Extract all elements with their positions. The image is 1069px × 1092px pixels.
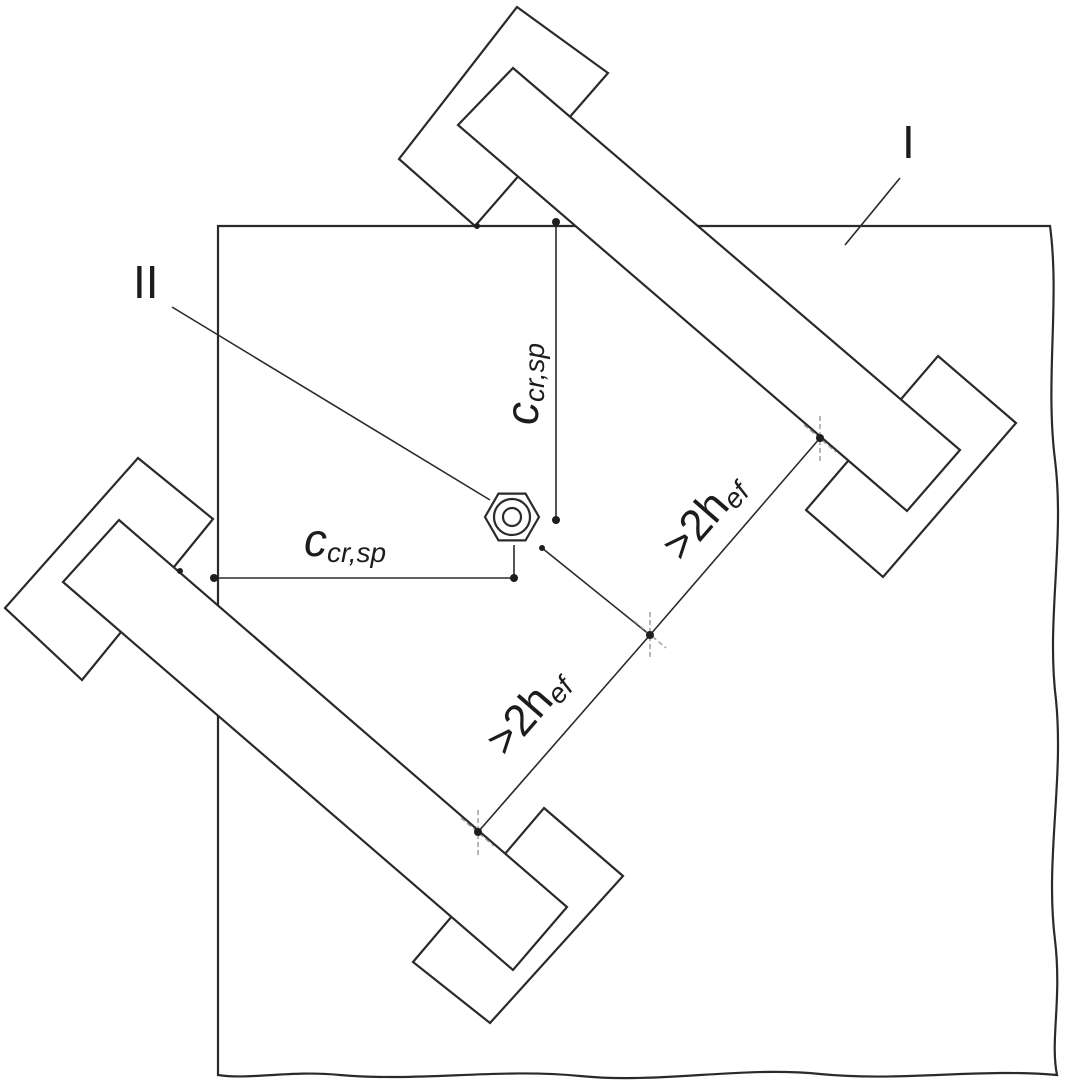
lower-support-spacing-label: >2hef — [477, 656, 582, 766]
anchor-to-spacing-line — [541, 547, 651, 636]
dimension-dot — [177, 568, 183, 574]
dimension-symbol: c — [304, 514, 327, 566]
upper-support-spacing-label: >2hef — [653, 461, 758, 571]
dimension-dot — [210, 574, 218, 582]
lower-support — [3, 456, 625, 1025]
vertical-edge-distance-label: ccr,sp — [496, 343, 550, 425]
dimension-dot — [552, 218, 560, 226]
dimension-dot — [552, 516, 560, 524]
anchor-label: II — [133, 256, 159, 308]
member-label: I — [902, 116, 915, 168]
dimension-symbol: c — [496, 402, 548, 425]
dimension-dot — [539, 545, 545, 551]
leader-line-member — [844, 177, 901, 246]
dimension-dot — [474, 828, 482, 836]
concrete-member-outline — [216, 224, 1060, 1080]
dimension-subscript: cr,sp — [327, 537, 386, 568]
dimension-subscript: cr,sp — [519, 343, 550, 402]
anchor-nut-hexagon — [483, 492, 541, 542]
horizontal-edge-distance-label: ccr,sp — [304, 514, 386, 568]
dimension-dot — [510, 574, 518, 582]
spacing-tick-lower — [460, 817, 495, 847]
dimension-dot — [646, 631, 654, 639]
spacing-line-upper — [649, 437, 821, 636]
dimension-dot — [816, 434, 824, 442]
leader-line-anchor — [171, 306, 491, 501]
support-spacing-dimensions — [460, 416, 837, 858]
upper-support — [397, 5, 1018, 579]
spacing-line-lower — [477, 634, 651, 833]
anchor — [483, 492, 541, 542]
anchor-washer-circle — [492, 497, 532, 537]
anchor-bolt-circle — [501, 506, 523, 528]
dimension-dot — [474, 223, 480, 229]
lower-support-beam — [61, 518, 569, 972]
upper-support-beam — [456, 66, 962, 513]
edge-distance-dimensions — [177, 218, 560, 582]
